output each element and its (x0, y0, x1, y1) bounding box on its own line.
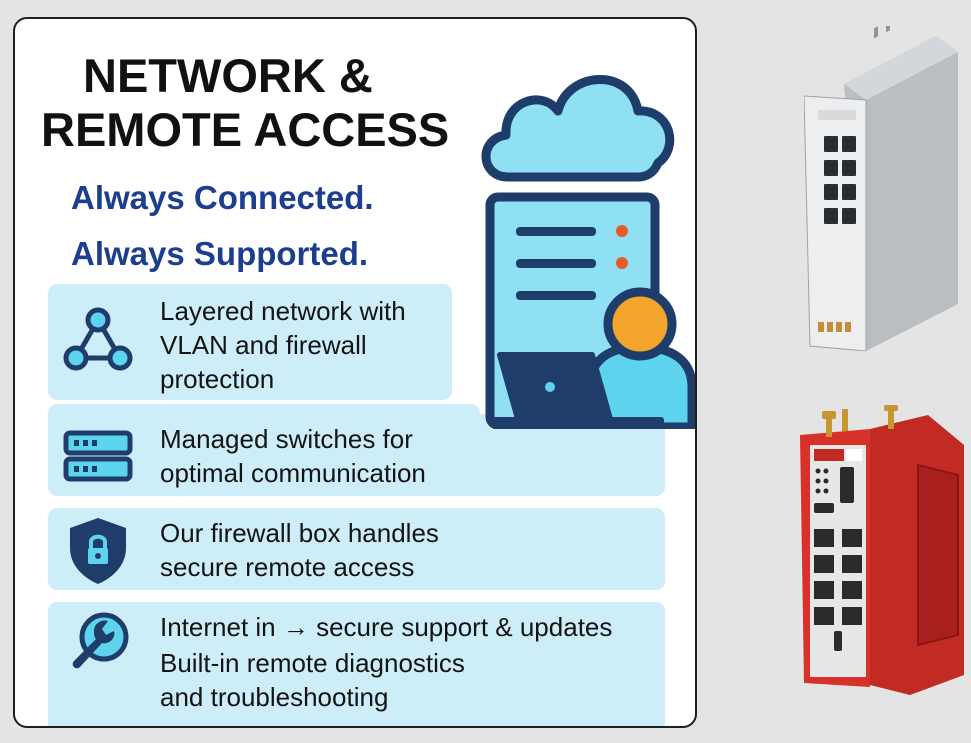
feature-firewall-box: Our firewall box handles secure remote a… (48, 508, 665, 590)
headline: NETWORK & REMOTE ACCESS (41, 49, 449, 157)
feature-line: Internet in → secure support & updates (160, 612, 613, 642)
headline-line-2: REMOTE ACCESS (41, 103, 450, 156)
feature-line: Our firewall box handles (160, 518, 439, 548)
headline-line-1: NETWORK & (83, 49, 373, 102)
feature-line: Built-in remote diagnostics (160, 648, 465, 678)
remote-support-illustration (481, 75, 695, 429)
feature-line: protection (160, 364, 275, 394)
feature-line: Layered network with (160, 296, 406, 326)
firewall-router-image (800, 405, 964, 695)
feature-text: Managed switches for optimal communicati… (160, 422, 426, 490)
feature-text: Internet in → secure support & updates B… (160, 610, 612, 714)
feature-layered-network: Layered network with VLAN and firewall p… (48, 284, 452, 400)
feature-line: VLAN and firewall (160, 330, 367, 360)
shield-lock-icon (70, 518, 126, 584)
network-nodes-icon (63, 307, 133, 371)
feature-line: and troubleshooting (160, 682, 389, 712)
feature-managed-switches: Managed switches for optimal communicati… (48, 404, 665, 496)
tagline: Always Connected. Always Supported. (71, 170, 374, 282)
feature-remote-support: Internet in → secure support & updates B… (48, 602, 665, 726)
tagline-line-1: Always Connected. (71, 179, 374, 216)
tagline-line-2: Always Supported. (71, 235, 369, 272)
wrench-icon (72, 612, 129, 669)
feature-text: Our firewall box handles secure remote a… (160, 516, 439, 584)
cloud-icon (481, 75, 675, 182)
network-switch-image (804, 26, 958, 351)
laptop-icon (492, 352, 664, 426)
info-card: NETWORK & REMOTE ACCESS Always Connected… (13, 17, 697, 728)
server-rack-icon (63, 430, 133, 482)
feature-text: Layered network with VLAN and firewall p… (160, 294, 406, 396)
feature-line: Managed switches for (160, 424, 413, 454)
feature-line: optimal communication (160, 458, 426, 488)
feature-line: secure remote access (160, 552, 415, 582)
